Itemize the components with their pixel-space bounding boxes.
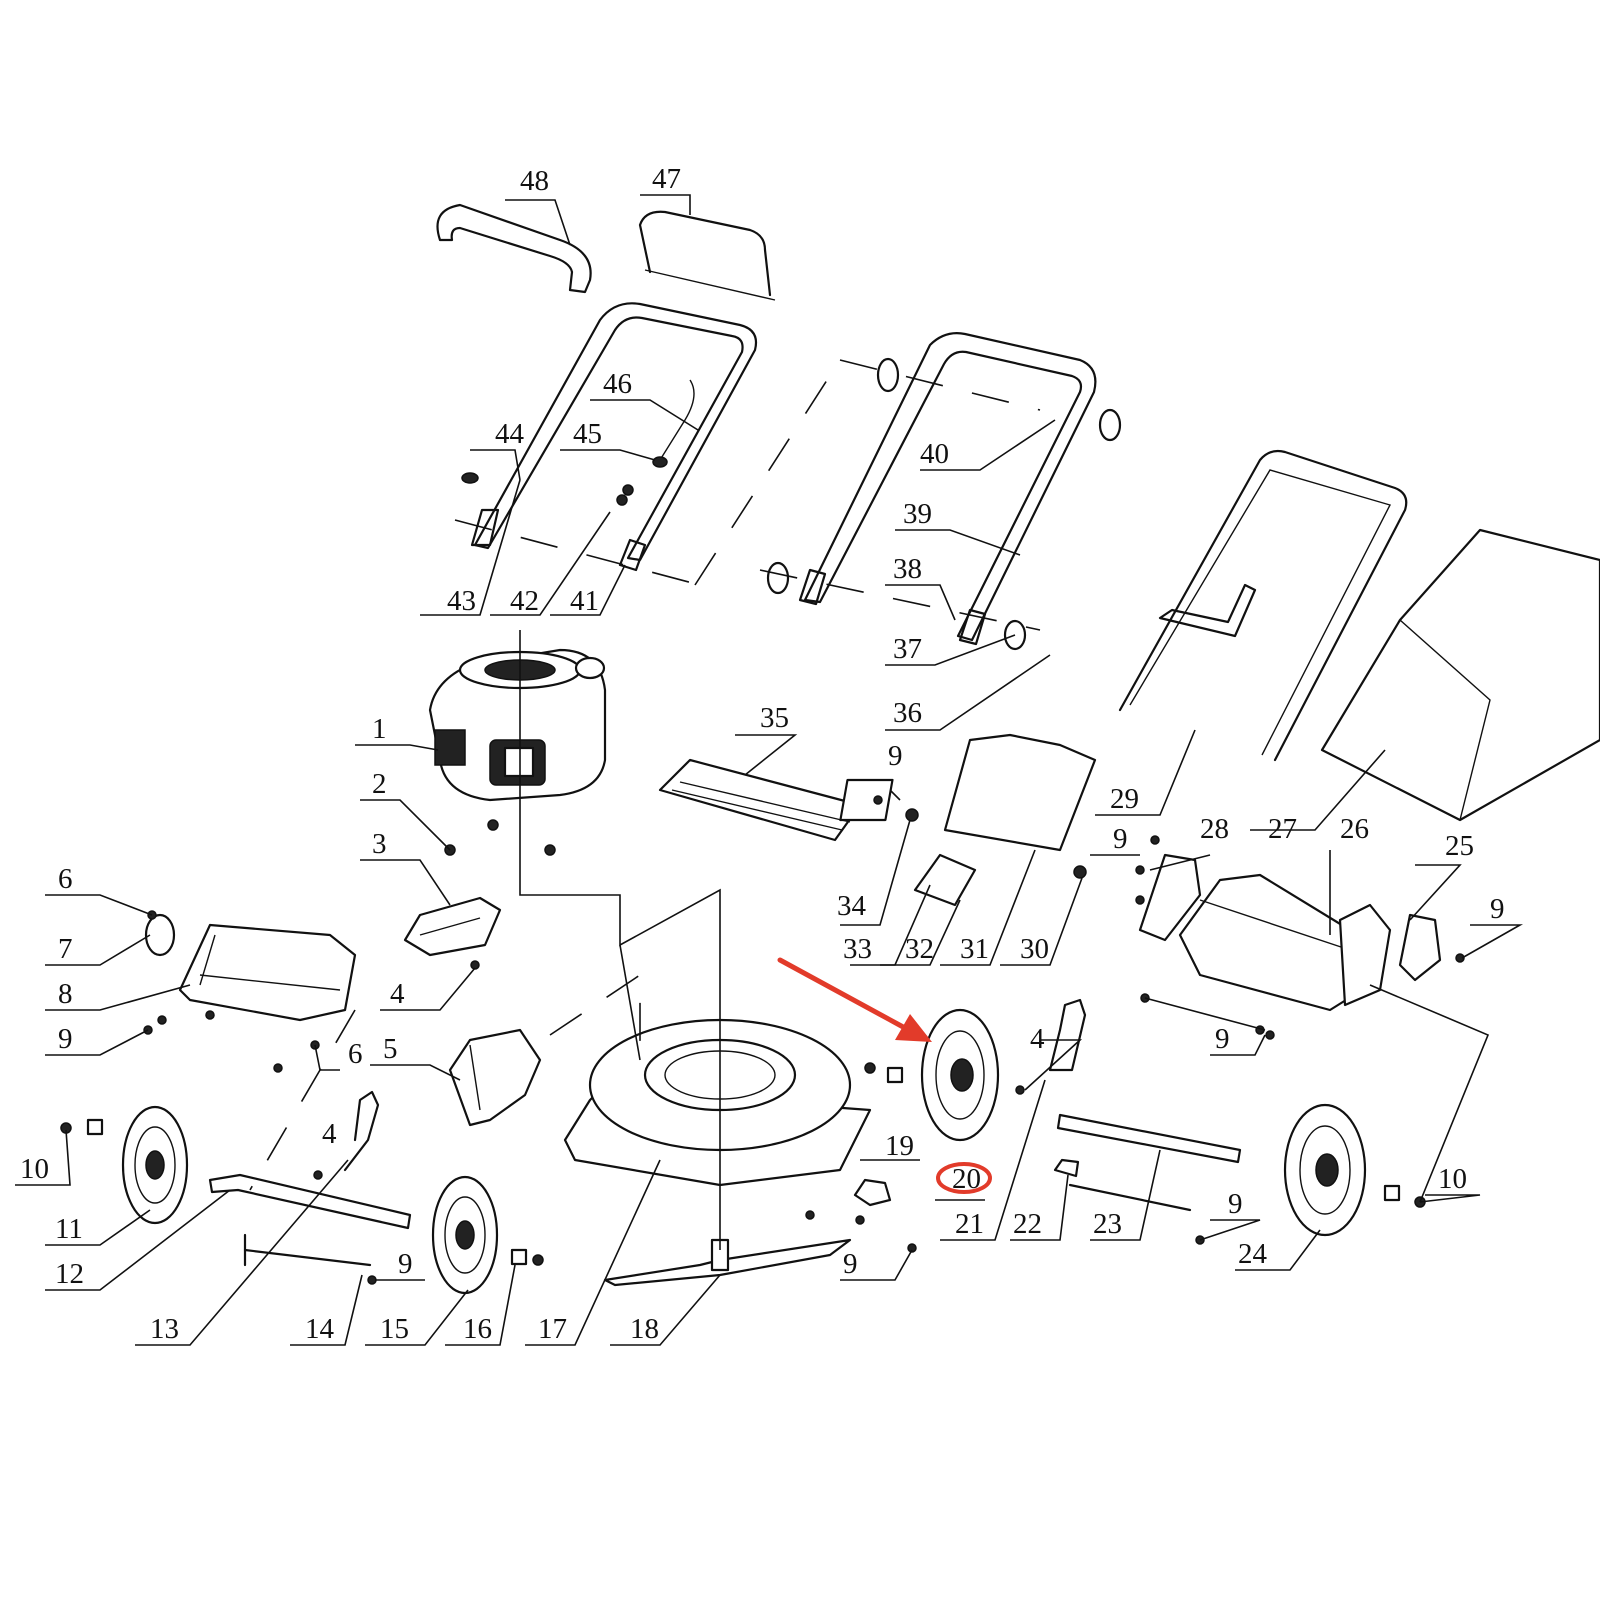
callout-11: 11 (55, 1213, 83, 1245)
callout-4-rear: 4 (1030, 1023, 1045, 1055)
part-22-bracket (1053, 1158, 1080, 1178)
callout-48: 48 (520, 165, 549, 197)
callout-30: 30 (1020, 933, 1049, 965)
part-17-deck (563, 1018, 872, 1187)
part-11-wheel (121, 1105, 189, 1225)
callout-38: 38 (893, 553, 922, 585)
callout-45: 45 (573, 418, 602, 450)
callout-9-rear-axle: 9 (1228, 1188, 1243, 1220)
callout-42: 42 (510, 585, 539, 617)
callout-47: 47 (652, 163, 681, 195)
highlight-circle-part-20 (936, 1162, 992, 1194)
upper-handle-left (470, 302, 758, 572)
part-8-rear-cover (144, 913, 357, 1022)
callout-9-left: 9 (58, 1023, 73, 1055)
callout-9-bracket: 9 (1490, 893, 1505, 925)
part-13-height-lever (343, 1090, 380, 1172)
callout-4-front: 4 (322, 1118, 337, 1150)
callout-9-grille: 9 (888, 740, 903, 772)
callout-12: 12 (55, 1258, 84, 1290)
callout-10-right: 10 (1438, 1163, 1467, 1195)
part-33-small-flap (913, 853, 977, 907)
part-18-blade (603, 1238, 852, 1287)
part-35-grille (658, 758, 862, 842)
callout-6-left: 6 (58, 863, 73, 895)
callout-2: 2 (372, 768, 387, 800)
callout-27: 27 (1268, 813, 1297, 845)
highlight-arrow (777, 957, 908, 1031)
highlight-arrow-head (895, 1014, 932, 1042)
part-25-height-bracket (1398, 913, 1442, 982)
part-10-nut-right (1383, 1184, 1426, 1208)
callout-22: 22 (1013, 1208, 1042, 1240)
callout-35: 35 (760, 702, 789, 734)
part-27-grass-bag (1320, 528, 1600, 822)
callout-33: 33 (843, 933, 872, 965)
part-45-46-cable (461, 379, 695, 506)
part-15-wheel (431, 1175, 499, 1295)
callout-34: 34 (837, 890, 867, 922)
callout-labels: 48 47 46 45 44 43 42 41 40 39 38 37 36 3… (20, 163, 1505, 1345)
callout-7: 7 (58, 933, 73, 965)
part-24-wheel (1283, 1103, 1367, 1237)
callout-16: 16 (463, 1313, 492, 1345)
callout-29: 29 (1110, 783, 1139, 815)
part-12-front-axle (208, 1173, 412, 1230)
callout-39: 39 (903, 498, 932, 530)
assembly-guide-lines (249, 359, 1041, 1250)
callout-18: 18 (630, 1313, 659, 1345)
callout-3: 3 (372, 828, 387, 860)
callout-15: 15 (380, 1313, 409, 1345)
part-29-bag-frame (1118, 449, 1408, 762)
callout-36: 36 (893, 697, 922, 729)
callout-9-front: 9 (398, 1248, 413, 1280)
lower-handle-right (766, 332, 1122, 651)
part-20-wheel (920, 1008, 1000, 1142)
callout-21: 21 (955, 1208, 984, 1240)
callout-5: 5 (383, 1033, 398, 1065)
callout-32: 32 (905, 933, 934, 965)
part-10-nut-left (60, 1118, 104, 1136)
part-19-bracket (853, 1178, 892, 1207)
callout-4-upper: 4 (390, 978, 405, 1010)
highlight-annotation (777, 957, 992, 1194)
callout-26: 26 (1340, 813, 1369, 845)
part-48-grip (436, 203, 592, 294)
callout-8: 8 (58, 978, 73, 1010)
callout-17: 17 (538, 1313, 567, 1345)
callout-9-housing: 9 (1215, 1023, 1230, 1055)
callout-19: 19 (885, 1130, 914, 1162)
part-26-rear-housing (1178, 873, 1392, 1012)
leader-lines (15, 194, 1524, 1346)
part-3-bracket (403, 896, 502, 957)
callout-46: 46 (603, 368, 632, 400)
part-5-discharge-chute (448, 1028, 542, 1127)
part-14-rod (243, 1233, 372, 1267)
callout-1: 1 (372, 713, 387, 745)
callout-9-door: 9 (1113, 823, 1128, 855)
callout-6-right: 6 (348, 1038, 363, 1070)
callout-31: 31 (960, 933, 989, 965)
part-21-height-lever (1048, 998, 1087, 1072)
part-23-rear-axle (1056, 1113, 1242, 1212)
callout-10-left: 10 (20, 1153, 49, 1185)
part-2-bolts (444, 819, 556, 856)
callout-24: 24 (1238, 1238, 1268, 1270)
part-31-rear-door (839, 733, 1097, 852)
callout-25: 25 (1445, 830, 1474, 862)
callout-28: 28 (1200, 813, 1229, 845)
callout-14: 14 (305, 1313, 335, 1345)
callout-9-blade: 9 (843, 1248, 858, 1280)
callout-37: 37 (893, 633, 922, 665)
part-1-engine (428, 648, 607, 802)
callout-41: 41 (570, 585, 599, 617)
part-16-hub (510, 1248, 544, 1266)
callout-43: 43 (447, 585, 476, 617)
callout-44: 44 (495, 418, 525, 450)
callout-23: 23 (1093, 1208, 1122, 1240)
callout-13: 13 (150, 1313, 179, 1345)
part-47-bail-bar (638, 210, 776, 301)
callout-40: 40 (920, 438, 949, 470)
